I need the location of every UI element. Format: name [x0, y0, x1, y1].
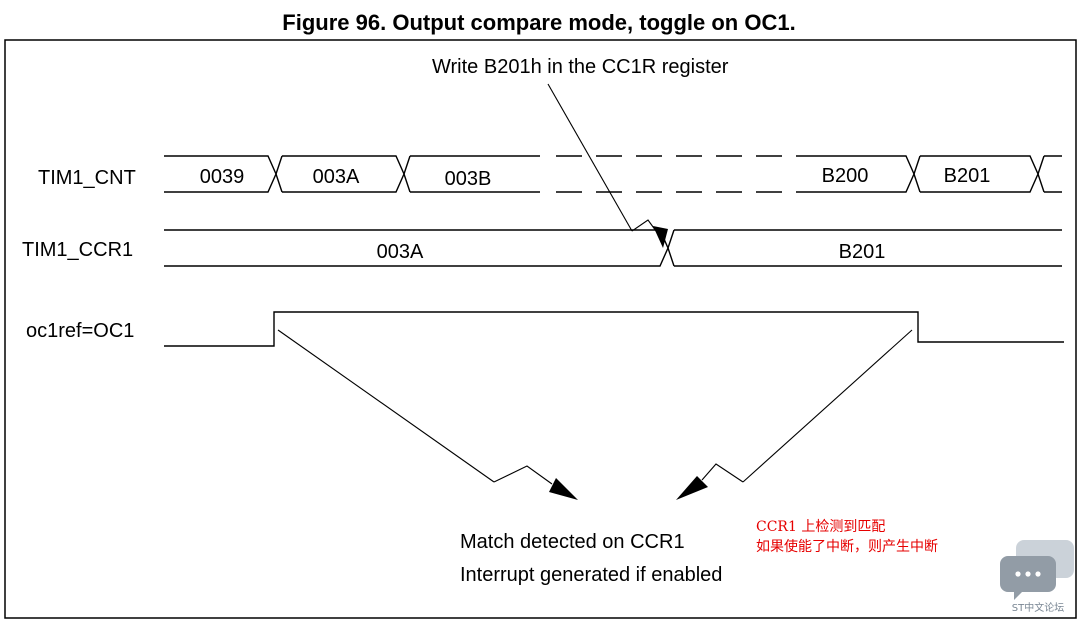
- watermark: ST中文论坛: [1000, 540, 1074, 614]
- cnt-value-3: B200: [822, 165, 869, 187]
- watermark-text: ST中文论坛: [1012, 601, 1064, 614]
- match-pointer-left: [277, 329, 578, 500]
- signal-name-cnt: TIM1_CNT: [38, 167, 136, 189]
- cnt-bus-waveform: [164, 155, 1062, 193]
- cn-note-line2: 如果使能了中断，则产生中断: [756, 538, 938, 555]
- figure-title: Figure 96. Output compare mode, toggle o…: [282, 10, 795, 35]
- chat-bubble-icon: [1000, 540, 1074, 600]
- ccr-bus-waveform: [164, 229, 1062, 267]
- cnt-value-0: 0039: [200, 166, 245, 188]
- match-detected-text: Match detected on CCR1: [460, 531, 685, 553]
- write-annotation-pointer: [547, 83, 668, 248]
- cnt-value-4: B201: [944, 165, 991, 187]
- write-annotation: Write B201h in the CC1R register: [432, 56, 729, 78]
- ccr-value-0: 003A: [377, 241, 424, 263]
- interrupt-generated-text: Interrupt generated if enabled: [460, 564, 722, 586]
- figure-frame: [4, 39, 1077, 619]
- cn-note-line1: CCR1 上检测到匹配: [756, 519, 885, 535]
- match-pointer-right: [676, 329, 913, 500]
- ccr-value-1: B201: [839, 241, 886, 263]
- oc-waveform: [164, 311, 1064, 347]
- cnt-value-2: 003B: [445, 168, 492, 190]
- signal-name-oc: oc1ref=OC1: [26, 320, 134, 342]
- cnt-value-1: 003A: [313, 166, 360, 188]
- signal-name-ccr: TIM1_CCR1: [22, 239, 133, 261]
